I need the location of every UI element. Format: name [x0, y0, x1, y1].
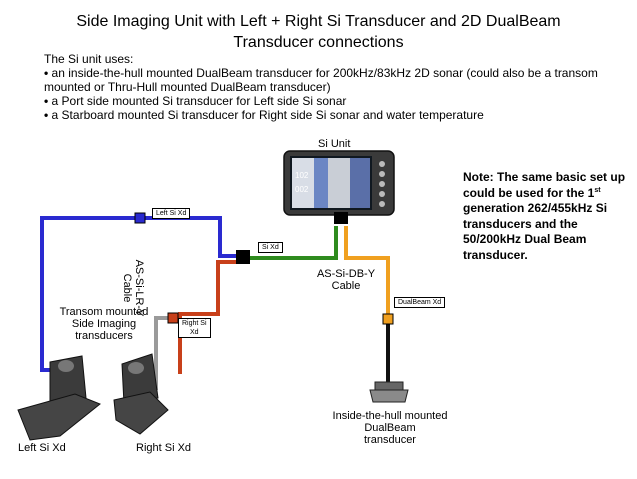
bullet-symbol: • [44, 66, 49, 80]
intro-text: The Si unit uses: • an inside-the-hull m… [44, 52, 634, 122]
cables [40, 216, 390, 390]
si-unit-device: 102 002 [283, 150, 395, 224]
inside-hull-label: Inside-the-hull mounted DualBeam transdu… [328, 410, 452, 446]
si-xd-tag: Si Xd [258, 242, 283, 253]
right-connector [167, 312, 179, 324]
si-unit-label: Si Unit [318, 138, 351, 150]
left-si-xd-label: Left Si Xd [18, 442, 66, 454]
right-si-transducer [113, 353, 169, 435]
right-si-xd-tag-line1: Right Si [182, 320, 207, 327]
note-superscript: st [594, 186, 601, 194]
intro-bullet-3: • a Starboard mounted Si transducer for … [44, 108, 634, 122]
diagram-title-line2: Transducer connections [233, 34, 404, 51]
screen-readout-1: 102 [295, 171, 309, 180]
right-si-xd-tag-line2: Xd [189, 329, 199, 336]
inside-label-line2: DualBeam [364, 422, 416, 434]
left-si-xd-tag: Left Si Xd [152, 208, 191, 219]
transom-label-line3: transducers [75, 330, 133, 342]
cable-text-2: Cable [331, 280, 361, 292]
right-si-cable [154, 316, 170, 390]
note-text: Note: The same basic set up could be use… [463, 170, 633, 263]
right-si-xd-label: Right Si Xd [136, 442, 192, 454]
left-si-cable-to-splitter [145, 216, 238, 258]
bullet-symbol: • [44, 108, 49, 122]
note-part1: Note: The same basic set up could be use… [463, 170, 626, 200]
as-si-db-y-text: AS-Si-DB-Y [316, 268, 376, 280]
si-unit-button-column [379, 161, 385, 207]
right-si-xd-tag: Right Si Xd [178, 318, 211, 338]
intro-bullet-2: • a Port side mounted Si transducer for … [44, 94, 634, 108]
connectors [134, 212, 394, 325]
as-si-db-y-cable-label: AS-Si-DB-Y Cable [306, 268, 386, 292]
screen-readout-2: 002 [295, 185, 309, 194]
left-si-cable [40, 216, 140, 372]
splitter-connector [236, 250, 250, 264]
transom-label-line1: Transom mounted [59, 306, 149, 318]
left-si-transducer [17, 355, 101, 441]
bullet-symbol: • [44, 94, 49, 108]
note-part2: generation 262/455kHz Si transducers and… [463, 201, 608, 262]
left-connector [134, 212, 146, 224]
transom-label-line2: Side Imaging [71, 318, 137, 330]
intro-bullet-1: • an inside-the-hull mounted DualBeam tr… [44, 66, 634, 94]
si-xd-cable [250, 226, 338, 260]
bullet-text: an inside-the-hull mounted DualBeam tran… [44, 66, 598, 94]
intro-heading: The Si unit uses: [44, 52, 134, 66]
dualbeam-xd-tag: DualBeam Xd [394, 297, 446, 308]
inside-label-line1: Inside-the-hull mounted [332, 410, 448, 422]
dualbeam-transducer [369, 381, 409, 403]
dualbeam-connector [382, 313, 394, 325]
dualbeam-cable [344, 226, 390, 316]
bullet-text: a Starboard mounted Si transducer for Ri… [51, 108, 484, 122]
transom-mounted-label: Transom mounted Side Imaging transducers [44, 306, 164, 342]
inside-label-line3: transducer [364, 434, 416, 446]
bullet-text: a Port side mounted Si transducer for Le… [51, 94, 347, 108]
diagram-title-line1: Side Imaging Unit with Left + Right Si T… [76, 13, 561, 30]
